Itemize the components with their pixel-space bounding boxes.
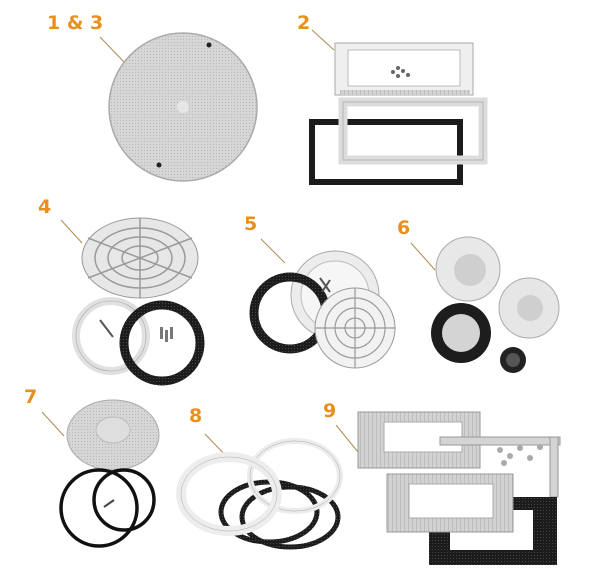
part-5-drain-housing <box>249 250 396 369</box>
callout-label-9: 9 <box>323 400 337 422</box>
callout-label-6: 6 <box>397 217 411 239</box>
callout-label-2: 2 <box>297 12 311 34</box>
part-4-domed-drain-grate <box>72 217 205 386</box>
part-8-rings-and-gaskets <box>176 438 343 550</box>
part-1-3-round-cover <box>108 32 258 182</box>
callout-label-8: 8 <box>189 405 203 427</box>
part-9-flange-plates <box>357 411 561 565</box>
part-2-skimmer-frame <box>309 42 488 185</box>
part-7-cover-and-orings <box>59 399 160 548</box>
callout-label-7: 7 <box>24 386 38 408</box>
callout-label-4: 4 <box>38 196 52 218</box>
part-6-return-inlet <box>431 236 560 373</box>
callout-label-1-3: 1 & 3 <box>47 12 104 34</box>
callout-label-5: 5 <box>244 213 258 235</box>
